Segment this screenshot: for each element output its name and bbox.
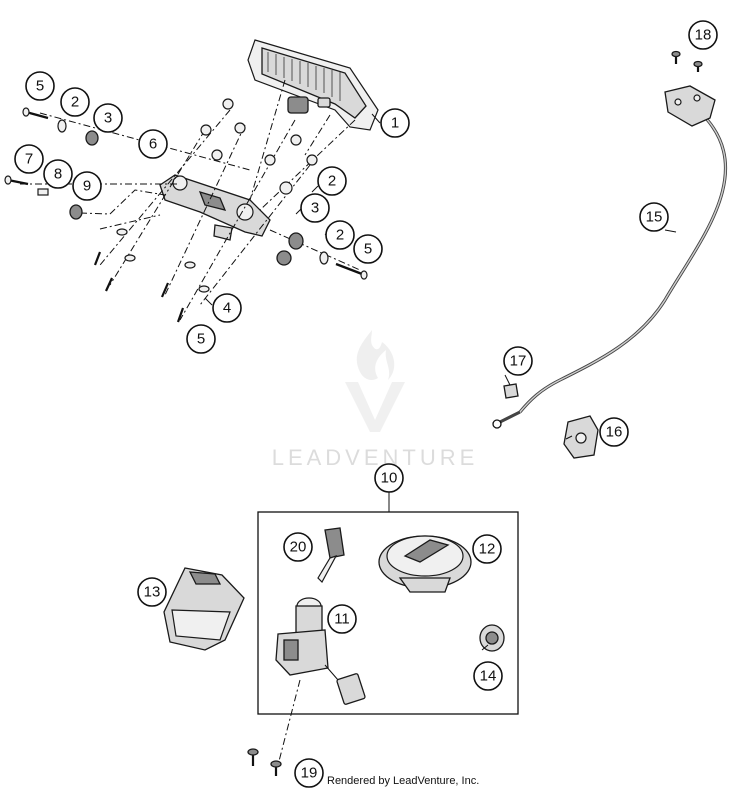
svg-text:10: 10 [381, 470, 398, 487]
svg-text:13: 13 [144, 584, 161, 601]
callout-5-a: 5 [25, 71, 55, 101]
callout-10: 10 [374, 463, 404, 493]
svg-text:4: 4 [223, 300, 231, 317]
svg-text:2: 2 [71, 94, 79, 111]
lock-cylinder-item-14 [479, 624, 505, 652]
callout-5-b: 5 [353, 234, 383, 264]
callout-6: 6 [138, 129, 168, 159]
svg-text:5: 5 [36, 78, 44, 95]
svg-text:5: 5 [364, 241, 372, 258]
callout-15: 15 [639, 202, 669, 232]
svg-text:8: 8 [54, 166, 62, 183]
callout-2-b: 2 [317, 166, 347, 196]
fuel-cap-item-12 [378, 535, 472, 593]
callout-3-b: 3 [300, 193, 330, 223]
screw-item-5-upper [22, 107, 49, 120]
grommet-item-3-lower [288, 232, 304, 250]
svg-text:12: 12 [479, 541, 496, 558]
callout-2-a: 2 [60, 87, 90, 117]
callout-17: 17 [503, 346, 533, 376]
svg-text:19: 19 [301, 765, 318, 782]
callout-13: 13 [137, 577, 167, 607]
svg-text:2: 2 [328, 173, 336, 190]
cable-assembly [492, 85, 728, 429]
svg-text:3: 3 [311, 200, 319, 217]
fasteners [4, 98, 368, 323]
svg-text:6: 6 [149, 136, 157, 153]
clamp-item-16 [563, 415, 599, 459]
callout-5-c: 5 [186, 324, 216, 354]
callout-19: 19 [294, 758, 324, 788]
footer-credit: Rendered by LeadVenture, Inc. [327, 775, 480, 787]
key-item-20 [317, 527, 345, 583]
ignition-lock-item-11 [275, 597, 366, 705]
svg-text:7: 7 [25, 151, 33, 168]
svg-text:16: 16 [606, 424, 623, 441]
callout-12: 12 [472, 534, 502, 564]
clip-item-17 [503, 383, 519, 399]
callout-11: 11 [327, 604, 357, 634]
callout-14: 14 [473, 661, 503, 691]
svg-text:5: 5 [197, 331, 205, 348]
screw-item-7 [4, 175, 29, 186]
screw-item-5-right [335, 262, 368, 280]
callout-20: 20 [283, 532, 313, 562]
svg-text:15: 15 [646, 209, 663, 226]
svg-text:17: 17 [510, 353, 527, 370]
svg-text:11: 11 [334, 611, 350, 628]
callout-1: 1 [380, 108, 410, 138]
callout-9: 9 [72, 171, 102, 201]
callout-3-a: 3 [93, 103, 123, 133]
svg-text:3: 3 [104, 110, 112, 127]
svg-text:1: 1 [391, 115, 399, 132]
cluster-bracket [159, 174, 271, 241]
washer-item-2-lower [319, 251, 329, 265]
instrument-cluster [247, 39, 379, 131]
screws-item-19 [247, 679, 301, 776]
kit-boundary [257, 511, 519, 715]
callout-7: 7 [14, 144, 44, 174]
svg-text:2: 2 [336, 227, 344, 244]
grommet-item-3-bottom [276, 250, 292, 266]
svg-text:14: 14 [480, 668, 497, 685]
callout-8: 8 [43, 159, 73, 189]
grommet-item-9 [69, 204, 83, 220]
cover-item-13 [163, 567, 245, 651]
washer-item-2-upper [57, 119, 67, 133]
svg-text:18: 18 [695, 27, 712, 44]
screws-item-18 [671, 50, 703, 72]
switch-bracket [664, 85, 716, 127]
callout-18: 18 [688, 20, 718, 50]
watermark-brand: LEADVENTURE [272, 445, 479, 470]
callout-16: 16 [599, 417, 629, 447]
callout-2-c: 2 [325, 220, 355, 250]
grommet-item-3-upper [85, 130, 99, 146]
callout-4: 4 [212, 293, 242, 323]
watermark-logo [345, 330, 405, 432]
svg-text:9: 9 [83, 178, 91, 195]
spacer-item-8 [37, 188, 49, 196]
svg-text:20: 20 [290, 539, 307, 556]
